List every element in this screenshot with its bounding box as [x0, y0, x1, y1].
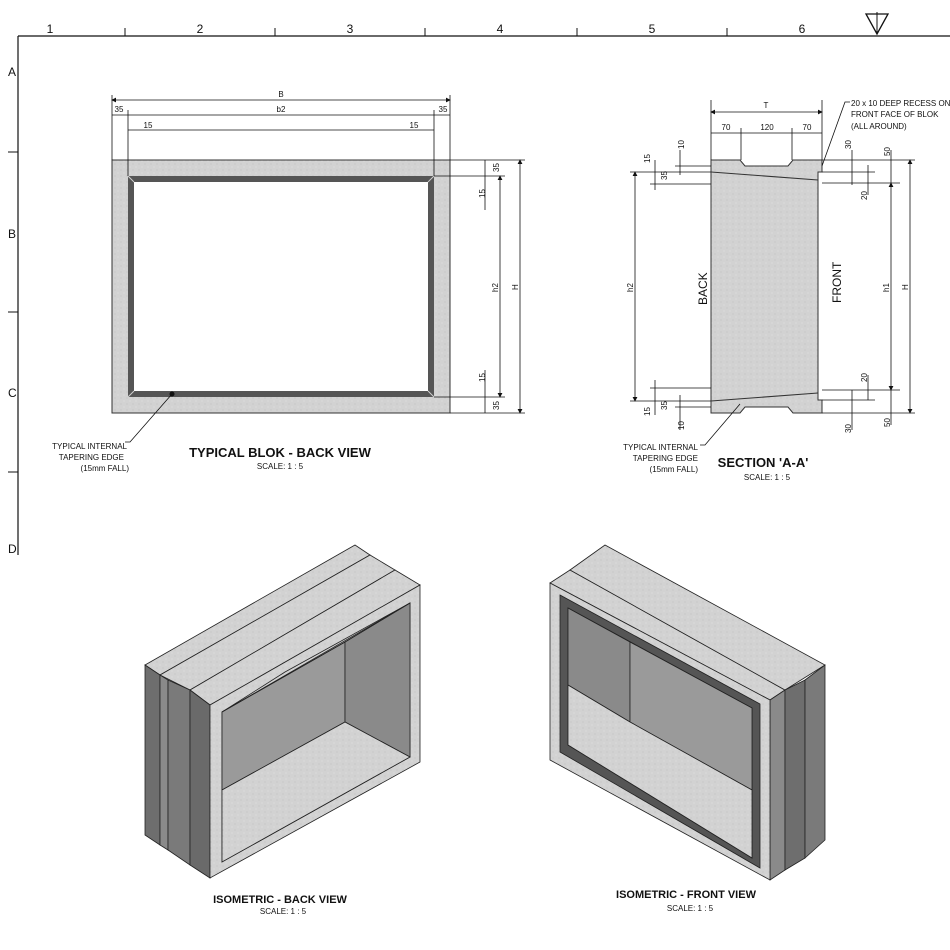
view-scale: SCALE: 1 : 5 — [260, 907, 307, 916]
row-label: C — [8, 386, 17, 400]
back-view: B b2 35 35 15 15 35 15 h2 H 15 35 TYPICA… — [52, 90, 525, 473]
recess-note: (ALL AROUND) — [851, 122, 907, 131]
dim-H: H — [901, 284, 910, 290]
dim-35: 35 — [115, 105, 124, 114]
dim-h2: h2 — [491, 283, 500, 292]
dim-15: 15 — [144, 121, 153, 130]
dim-b2: b2 — [277, 105, 286, 114]
taper-note: (15mm FALL) — [650, 465, 699, 474]
taper-note: TYPICAL INTERNAL — [52, 442, 127, 451]
triangle-marker-icon — [864, 12, 890, 36]
recess-note: FRONT FACE OF BLOK — [851, 110, 939, 119]
dim-15: 15 — [478, 189, 487, 198]
isometric-back-view — [144, 544, 421, 879]
sheet-frame: 1 2 3 4 5 6 A B C D — [8, 12, 950, 556]
view-title: ISOMETRIC - FRONT VIEW — [616, 889, 757, 901]
taper-note: TAPERING EDGE — [633, 454, 698, 463]
view-title: TYPICAL BLOK - BACK VIEW — [189, 445, 371, 460]
dim-70: 70 — [803, 123, 812, 132]
dim-10: 10 — [677, 140, 686, 149]
back-label: BACK — [696, 272, 710, 305]
dim-h2: h2 — [626, 283, 635, 292]
column-label: 6 — [799, 22, 806, 36]
dim-T: T — [764, 101, 769, 110]
dim-15: 15 — [410, 121, 419, 130]
dim-120: 120 — [760, 123, 774, 132]
row-label: B — [8, 227, 16, 241]
column-label: 2 — [197, 22, 204, 36]
taper-note: TYPICAL INTERNAL — [623, 443, 698, 452]
dim-70: 70 — [722, 123, 731, 132]
dim-35: 35 — [660, 401, 669, 410]
dim-h1: h1 — [882, 283, 891, 292]
dim-15: 15 — [643, 407, 652, 416]
dim-20: 20 — [860, 373, 869, 382]
dim-30: 30 — [844, 140, 853, 149]
view-title: ISOMETRIC - BACK VIEW — [213, 894, 347, 906]
dim-20: 20 — [860, 191, 869, 200]
column-label: 4 — [497, 22, 504, 36]
dim-35: 35 — [660, 171, 669, 180]
dim-10: 10 — [677, 421, 686, 430]
dim-H: H — [511, 284, 520, 290]
view-scale: SCALE: 1 : 5 — [257, 462, 304, 471]
dim-35: 35 — [492, 163, 501, 172]
dim-50: 50 — [883, 418, 892, 427]
row-label: A — [8, 65, 16, 79]
recess-note: 20 x 10 DEEP RECESS ON — [851, 99, 950, 108]
dim-15: 15 — [643, 154, 652, 163]
section-view: T 70 120 70 10 15 35 h2 15 35 10 30 50 2… — [623, 99, 950, 482]
dim-30: 30 — [844, 424, 853, 433]
column-label: 5 — [649, 22, 656, 36]
view-title: SECTION 'A-A' — [718, 455, 809, 470]
dim-35: 35 — [439, 105, 448, 114]
view-scale: SCALE: 1 : 5 — [744, 473, 791, 482]
taper-note: (15mm FALL) — [81, 464, 130, 473]
dim-50: 50 — [883, 147, 892, 156]
isometric-front-view — [549, 544, 826, 881]
dim-B: B — [278, 90, 283, 99]
view-scale: SCALE: 1 : 5 — [667, 904, 714, 913]
column-label: 3 — [347, 22, 354, 36]
row-label: D — [8, 542, 17, 556]
dim-15: 15 — [478, 373, 487, 382]
front-label: FRONT — [830, 261, 844, 303]
taper-note: TAPERING EDGE — [59, 453, 124, 462]
dim-35: 35 — [492, 401, 501, 410]
column-label: 1 — [47, 22, 54, 36]
